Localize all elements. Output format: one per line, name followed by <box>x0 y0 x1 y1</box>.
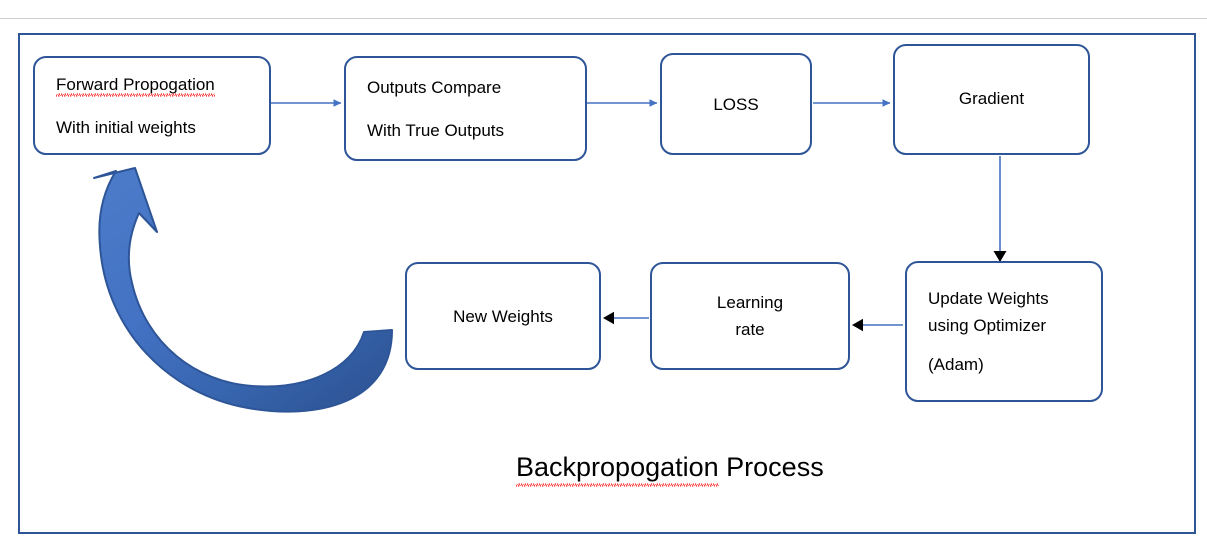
node-gradient-label: Gradient <box>958 89 1025 108</box>
node-gradient[interactable]: Gradient <box>893 44 1090 155</box>
caption-rest: Process <box>718 452 824 482</box>
node-loss-label: LOSS <box>713 94 759 114</box>
node-loss[interactable]: LOSS <box>660 53 812 155</box>
node-new-weights[interactable]: New Weights <box>405 262 601 370</box>
node-forward-propagation-line1: Forward Propogation <box>56 74 215 97</box>
node-new-weights-label: New Weights <box>453 306 553 326</box>
node-forward-propagation-line2: With initial weights <box>56 117 196 137</box>
node-update-weights[interactable]: Update Weights using Optimizer (Adam) <box>905 261 1103 402</box>
node-update-weights-line3: (Adam) <box>928 355 984 374</box>
node-learning-rate[interactable]: Learning rate <box>650 262 850 370</box>
node-update-weights-line1: Update Weights <box>928 289 1049 308</box>
node-forward-propagation[interactable]: Forward Propogation With initial weights <box>33 56 271 155</box>
node-learning-rate-line2: rate <box>735 320 765 339</box>
page-top-rule <box>0 18 1207 19</box>
diagram-caption: Backpropogation Process <box>516 452 824 487</box>
node-update-weights-line2: using Optimizer <box>928 316 1047 335</box>
caption-misspelled-word: Backpropogation <box>516 452 719 487</box>
figure-frame-border <box>18 33 1196 534</box>
node-outputs-compare-line1: Outputs Compare <box>367 77 502 97</box>
node-outputs-compare-line2: With True Outputs <box>367 120 504 140</box>
node-learning-rate-line1: Learning <box>716 293 784 312</box>
node-outputs-compare[interactable]: Outputs Compare With True Outputs <box>344 56 587 161</box>
